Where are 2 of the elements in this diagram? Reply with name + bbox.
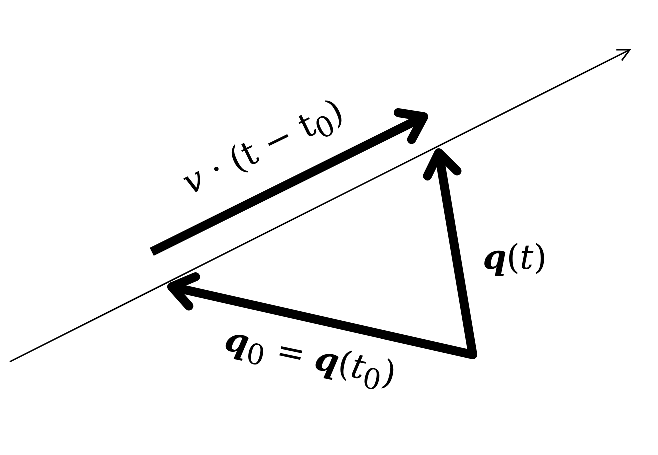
- vector-label: q(t): [483, 241, 547, 275]
- vector-label: q$_{0}$ = q(t$_{0}$): [220, 322, 400, 398]
